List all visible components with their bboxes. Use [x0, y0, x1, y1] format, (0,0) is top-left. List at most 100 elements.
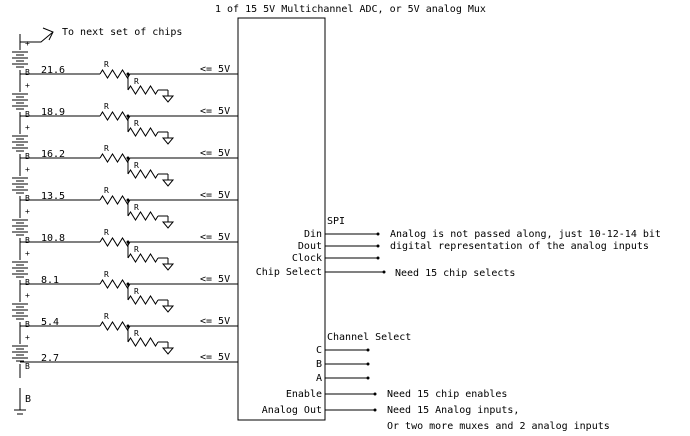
chip-pin-label: B [316, 359, 322, 370]
chip-pin: A [316, 373, 370, 384]
battery-plus-label: + [25, 81, 30, 90]
channel-limit-label: <= 5V [200, 148, 230, 159]
chip-pin: Analog Out [262, 405, 377, 416]
resistor-label: R [134, 161, 139, 170]
channel-select-pins: CBA [316, 345, 370, 384]
battery-minus-label: B [25, 194, 30, 203]
resistor-label: R [134, 119, 139, 128]
chip-pin-label: Dout [298, 241, 322, 252]
resistor-label: R [134, 77, 139, 86]
tap-voltage-label: 16.2 [41, 149, 65, 160]
resistor-label: R [134, 245, 139, 254]
battery-cell: +B [12, 333, 30, 378]
battery-minus-label: B [25, 236, 30, 245]
battery-minus-label: B [25, 362, 30, 371]
channel-limit-label: <= 5V [200, 232, 230, 243]
chip-pin-label: Enable [286, 389, 322, 400]
tap-voltage-label: 2.7 [41, 353, 59, 364]
chip-pin-label: C [316, 345, 322, 356]
tap-voltage-label: 5.4 [41, 317, 59, 328]
channel-select-label: Channel Select [327, 332, 411, 343]
adc-mux-chip-body [237, 17, 326, 421]
chip-pin: C [316, 345, 370, 356]
channel-limit-label: <= 5V [200, 352, 230, 363]
spi-group-label: SPI [327, 216, 345, 227]
battery-stack: +B+B+B+B+B+B+B+B [12, 39, 30, 378]
chip-pin-label: Din [304, 229, 322, 240]
chip-pin: Clock [292, 253, 380, 264]
diagram-title: 1 of 15 5V Multichannel ADC, or 5V analo… [215, 4, 486, 15]
analog-out-note-2: Or two more muxes and 2 analog inputs [387, 421, 610, 432]
battery-cell: +B [12, 249, 30, 294]
battery-plus-label: + [25, 207, 30, 216]
next-chips-connector: To next set of chips [19, 27, 182, 43]
resistor-label: R [104, 186, 109, 195]
tap-channel: 16.2RR<= 5V [20, 144, 238, 187]
tap-voltage-label: 10.8 [41, 233, 65, 244]
battery-minus-label: B [25, 68, 30, 77]
battery-plus-label: + [25, 291, 30, 300]
battery-cell: +B [12, 123, 30, 168]
channel-limit-label: <= 5V [200, 316, 230, 327]
battery-cell: +B [12, 207, 30, 252]
tap-channel: 2.7 <= 5V [20, 352, 238, 364]
tap-channel: 18.9RR<= 5V [20, 102, 238, 145]
battery-plus-label: + [25, 333, 30, 342]
resistor-label: R [104, 312, 109, 321]
tap-channel: 13.5RR<= 5V [20, 186, 238, 229]
tap-channel: 10.8RR<= 5V [20, 228, 238, 271]
tap-voltage-label: 18.9 [41, 107, 65, 118]
battery-plus-label: + [25, 165, 30, 174]
resistor-label: R [104, 270, 109, 279]
resistor-label: R [134, 203, 139, 212]
analog-out-note-1: Need 15 Analog inputs, [387, 405, 519, 416]
channel-limit-label: <= 5V [200, 190, 230, 201]
battery-cell: +B [12, 165, 30, 210]
bottom-battery-terminal: B [14, 388, 31, 415]
chip-pin: Dout [298, 241, 380, 252]
chip-pin: Chip Select [256, 267, 386, 278]
tap-channel: 8.1RR<= 5V [20, 270, 238, 313]
resistor-label: R [134, 287, 139, 296]
chip-pin: B [316, 359, 370, 370]
tap-voltage-label: 8.1 [41, 275, 59, 286]
resistor-label: R [104, 102, 109, 111]
chip-pin-label: Analog Out [262, 405, 322, 416]
tap-voltage-label: 13.5 [41, 191, 65, 202]
din-note: Analog is not passed along, just 10-12-1… [390, 229, 661, 240]
chip-pin-label: Clock [292, 253, 322, 264]
battery-plus-label: + [25, 39, 30, 48]
battery-cell: +B [12, 39, 30, 84]
chip-select-note: Need 15 chip selects [395, 268, 515, 279]
battery-minus-label: B [25, 110, 30, 119]
battery-plus-label: + [25, 249, 30, 258]
battery-minus-label: B [25, 320, 30, 329]
battery-cell: +B [12, 81, 30, 126]
next-chips-label: To next set of chips [62, 27, 182, 38]
chip-pin: Din [304, 229, 380, 240]
resistor-label: R [134, 329, 139, 338]
enable-note: Need 15 chip enables [387, 389, 507, 400]
chip-pin-label: A [316, 373, 322, 384]
bottom-battery-minus-label: B [25, 394, 31, 405]
chip-pin-label: Chip Select [256, 267, 322, 278]
tap-voltage-label: 21.6 [41, 65, 65, 76]
resistor-label: R [104, 228, 109, 237]
battery-plus-label: + [25, 123, 30, 132]
chip-pin: Enable [286, 389, 377, 400]
battery-minus-label: B [25, 152, 30, 161]
channel-limit-label: <= 5V [200, 274, 230, 285]
resistor-label: R [104, 144, 109, 153]
battery-cell: +B [12, 291, 30, 336]
battery-minus-label: B [25, 278, 30, 287]
dout-note: digital representation of the analog inp… [390, 241, 649, 252]
resistor-label: R [104, 60, 109, 69]
tap-channel: 5.4RR<= 5V [20, 312, 238, 355]
channel-limit-label: <= 5V [200, 106, 230, 117]
tap-channel: 21.6RR<= 5V [20, 60, 238, 103]
channel-limit-label: <= 5V [200, 64, 230, 75]
